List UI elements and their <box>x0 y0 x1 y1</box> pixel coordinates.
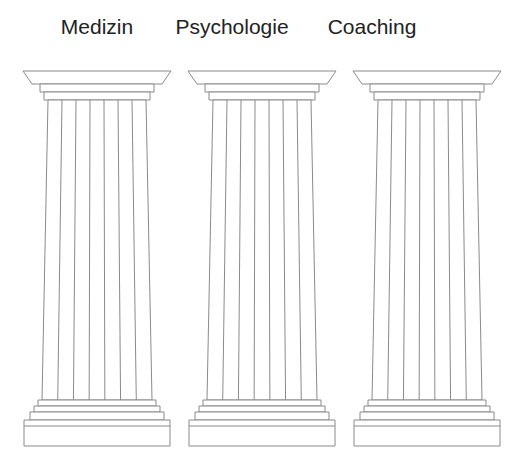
pillar-part <box>38 400 156 406</box>
pillar-line <box>283 100 286 400</box>
pillar-part <box>207 100 317 400</box>
pillar-part <box>40 84 154 92</box>
pillar-part <box>24 420 170 446</box>
pillar-line <box>24 426 170 427</box>
pillar-line <box>434 100 436 400</box>
pillar-part <box>189 420 335 446</box>
pillar-line <box>58 100 62 400</box>
pillar-line <box>254 100 256 400</box>
pillar-part <box>372 100 482 400</box>
pillar-part <box>44 92 150 100</box>
pillar-part <box>353 71 501 84</box>
pillar-part <box>30 412 164 420</box>
pillar-line <box>297 100 301 400</box>
pillar-line <box>223 100 227 400</box>
pillar-line <box>388 100 392 400</box>
pillar-part <box>23 71 171 84</box>
pillar-part <box>370 84 484 92</box>
pillar-part <box>205 84 319 92</box>
pillar-illustration <box>22 70 172 448</box>
pillar-part <box>368 400 486 406</box>
pillar-part <box>42 100 152 400</box>
pillar-node: Psychologie <box>187 14 337 448</box>
pillar-part <box>364 406 490 412</box>
pillar-part <box>354 420 500 446</box>
pillar-illustration <box>187 70 337 448</box>
pillar-illustration <box>352 70 502 448</box>
pillar-line <box>104 100 106 400</box>
pillar-line <box>118 100 121 400</box>
pillar-label: Psychologie <box>157 14 307 40</box>
pillar-node: Coaching <box>352 14 502 448</box>
pillar-line <box>354 426 500 427</box>
pillar-line <box>189 426 335 427</box>
pillar-part <box>203 400 321 406</box>
pillar-part <box>374 92 480 100</box>
pillar-part <box>34 406 160 412</box>
pillar-line <box>269 100 271 400</box>
pillar-line <box>73 100 76 400</box>
pillar-part <box>209 92 315 100</box>
pillar-line <box>403 100 406 400</box>
pillar-part <box>195 412 329 420</box>
pillar-line <box>448 100 451 400</box>
pillar-part <box>199 406 325 412</box>
pillar-line <box>89 100 91 400</box>
pillar-line <box>132 100 136 400</box>
pillar-line <box>419 100 421 400</box>
pillar-line <box>238 100 241 400</box>
pillar-line <box>462 100 466 400</box>
pillar-label: Medizin <box>22 14 172 40</box>
pillar-part <box>360 412 494 420</box>
pillar-node: Medizin <box>22 14 172 448</box>
pillar-part <box>188 71 336 84</box>
pillar-label: Coaching <box>297 14 447 40</box>
